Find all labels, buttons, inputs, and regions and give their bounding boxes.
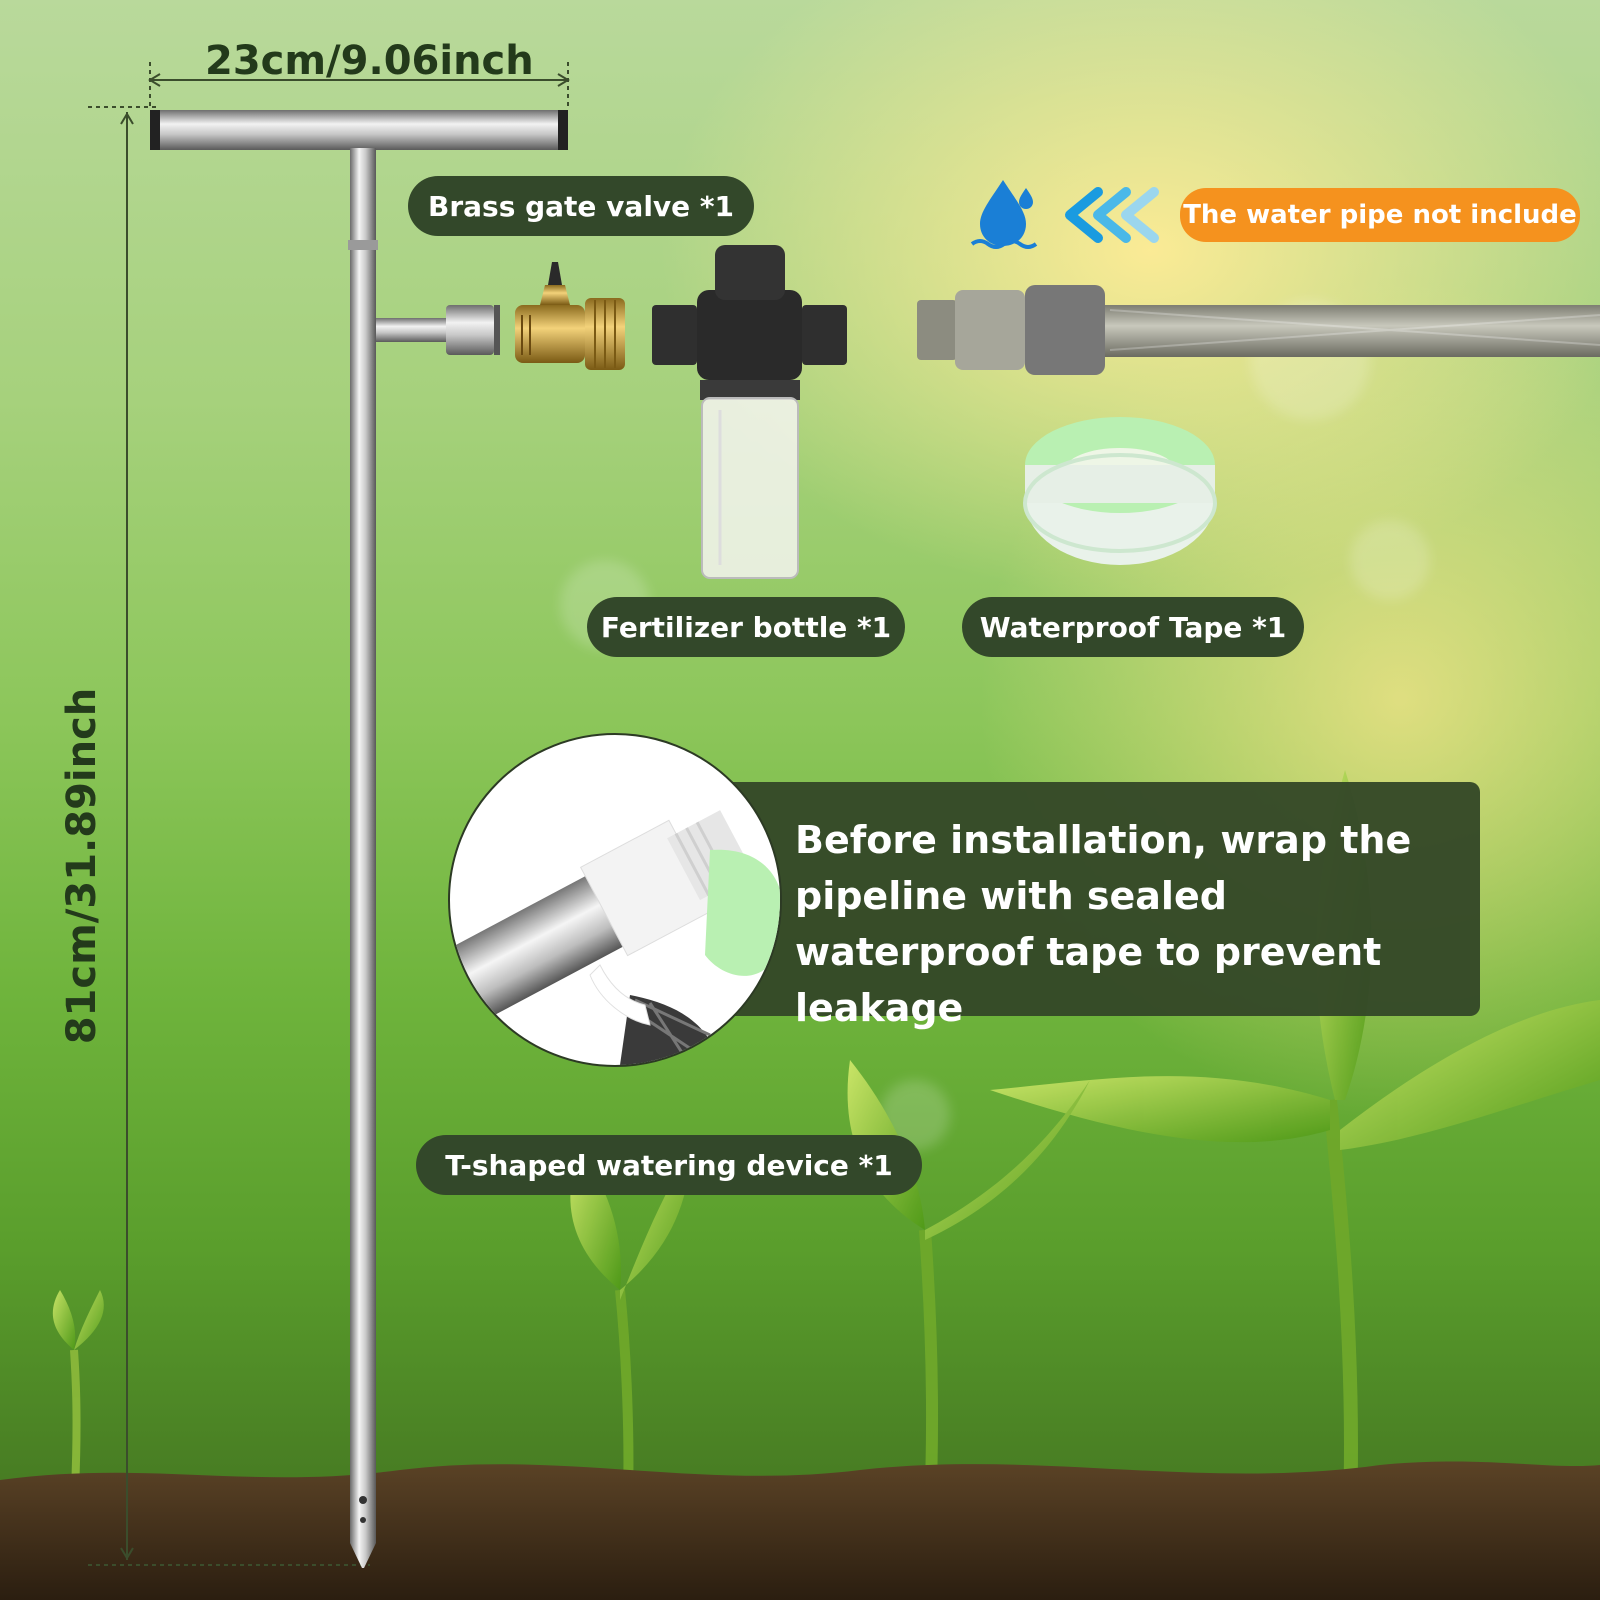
height-dimension-label: 81cm/31.89inch <box>59 687 105 1045</box>
fertilizer-bottle-label: Fertilizer bottle *1 <box>587 597 905 657</box>
t-shaped-watering-device <box>150 110 568 1568</box>
triple-chevron-left-icon <box>1065 187 1159 243</box>
waterproof-tape-label: Waterproof Tape *1 <box>962 597 1304 657</box>
soil <box>0 1461 1600 1600</box>
installation-tip-box: Before installation, wrap the pipeline w… <box>690 782 1480 1030</box>
width-dimension-label: 23cm/9.06inch <box>205 38 534 84</box>
water-drop-icon <box>970 180 1038 249</box>
brass-valve-label: Brass gate valve *1 <box>408 176 754 236</box>
bokeh-light <box>1350 520 1430 600</box>
water-pipe-note: The water pipe not include <box>1180 188 1580 242</box>
tape-wrap-detail <box>448 733 782 1067</box>
width-dimension-line <box>148 62 570 110</box>
brass-gate-valve <box>515 262 625 370</box>
water-pipe <box>917 285 1600 375</box>
waterproof-tape-roll <box>1023 417 1217 565</box>
height-dimension-line <box>88 106 370 1566</box>
t-device-label: T-shaped watering device *1 <box>416 1135 922 1195</box>
tape-wrap-illustration <box>450 810 780 1065</box>
fertilizer-bottle <box>652 245 847 579</box>
installation-tip-text: Before installation, wrap the pipeline w… <box>795 818 1412 1030</box>
